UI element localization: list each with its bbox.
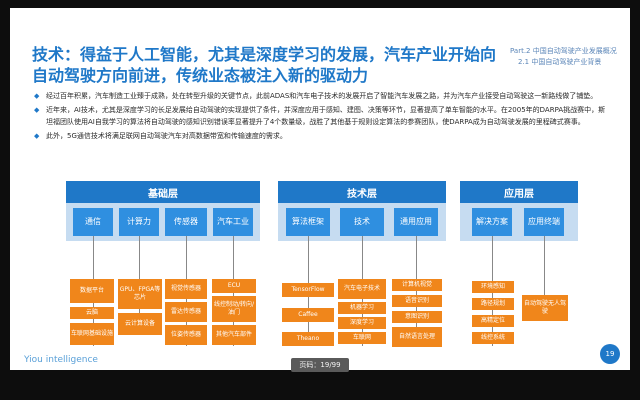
item-box: 线控系统 <box>472 332 514 344</box>
bullet-item: ◆经过百年积累，汽车制造工业臻于成熟，处在转型升级的关键节点，此前ADAS和汽车… <box>34 92 598 100</box>
subcategory-box: 通用应用 <box>394 208 438 236</box>
item-box: TensorFlow <box>282 283 334 297</box>
subcategory-box: 通信 <box>73 208 113 236</box>
subcategory-box: 汽车工业 <box>213 208 253 236</box>
diamond-bullet-icon: ◆ <box>34 132 40 140</box>
item-box: 云脑 <box>70 307 114 319</box>
item-box: 语音识别 <box>392 295 442 307</box>
item-box: GPU、FPGA等芯片 <box>118 279 162 309</box>
part-line-2: 2.1 中国自动驾驶产业背景 <box>518 58 602 66</box>
slide-title: 技术：得益于人工智能，尤其是深度学习的发展，汽车产业开始向自动驾驶方向前进，传统… <box>32 45 497 85</box>
item-box: 自然语言处理 <box>392 327 442 347</box>
item-box: ECU <box>212 279 256 293</box>
brand-logo: Yiou intelligence <box>24 355 98 365</box>
item-box: 深度学习 <box>338 317 386 329</box>
bullet-item: ◆此外，5G通信技术将满足联网自动驾驶汽车对高数据带宽和传输速度的需求。 <box>34 132 287 140</box>
panel-header: 技术层 <box>278 181 446 203</box>
subcategory-box: 应用终端 <box>524 208 564 236</box>
item-box: 位姿传感器 <box>165 325 207 345</box>
item-box: 云计算设备 <box>118 313 162 335</box>
subcategory-box: 传感器 <box>165 208 207 236</box>
item-box: 数据平台 <box>70 279 114 303</box>
part-line-1: Part.2 中国自动驾驶产业发展概况 <box>510 47 617 55</box>
item-box: 汽车电子技术 <box>338 279 386 299</box>
item-box: 其他汽车部件 <box>212 325 256 345</box>
panel-technology: 技术层 算法框架 技术 通用应用 TensorFlow Caffee Thean… <box>278 181 446 349</box>
panel-header: 应用层 <box>460 181 578 203</box>
item-box: Theano <box>282 332 334 346</box>
connector-line <box>416 236 417 346</box>
item-box: 环境感知 <box>472 281 514 293</box>
item-box: 路径规划 <box>472 298 514 310</box>
page-indicator: 页码：19/99 <box>291 358 349 372</box>
item-box: Caffee <box>282 308 334 322</box>
diamond-bullet-icon: ◆ <box>34 106 40 114</box>
item-box: 线控制动/转向/油门 <box>212 296 256 322</box>
subcategory-box: 算法框架 <box>286 208 330 236</box>
item-box: 意图识别 <box>392 311 442 323</box>
item-box: 雷达传感器 <box>165 302 207 322</box>
subcategory-box: 技术 <box>340 208 384 236</box>
panel-infrastructure: 基础层 通信 计算力 传感器 汽车工业 数据平台 云脑 车联网基础设施 GPU、… <box>66 181 260 349</box>
slide: 技术：得益于人工智能，尤其是深度学习的发展，汽车产业开始向自动驾驶方向前进，传统… <box>10 8 630 370</box>
bullet-item: ◆近年来，AI技术，尤其是深度学习的长足发展给自动驾驶的实现提供了条件，并深度应… <box>34 106 606 126</box>
subcategory-box: 解决方案 <box>472 208 512 236</box>
panel-header: 基础层 <box>66 181 260 203</box>
item-box: 车联网 <box>338 332 386 344</box>
item-box: 高精定位 <box>472 315 514 327</box>
item-box: 自动驾驶无人驾驶 <box>522 295 568 321</box>
page-number-badge: 19 <box>600 344 620 364</box>
item-box: 车联网基础设施 <box>70 323 114 345</box>
bullet-list: ◆经过百年积累，汽车制造工业臻于成熟，处在转型升级的关键节点，此前ADAS和汽车… <box>32 90 612 144</box>
subcategory-box: 计算力 <box>119 208 159 236</box>
section-label: Part.2 中国自动驾驶产业发展概况 2.1 中国自动驾驶产业背景 <box>510 46 620 68</box>
panel-application: 应用层 解决方案 应用终端 环境感知 路径规划 高精定位 线控系统 自动驾驶无人… <box>460 181 578 349</box>
item-box: 视觉传感器 <box>165 279 207 299</box>
item-box: 机器学习 <box>338 302 386 314</box>
connector-line <box>544 236 545 296</box>
item-box: 计算机视觉 <box>392 279 442 291</box>
diamond-bullet-icon: ◆ <box>34 92 40 100</box>
